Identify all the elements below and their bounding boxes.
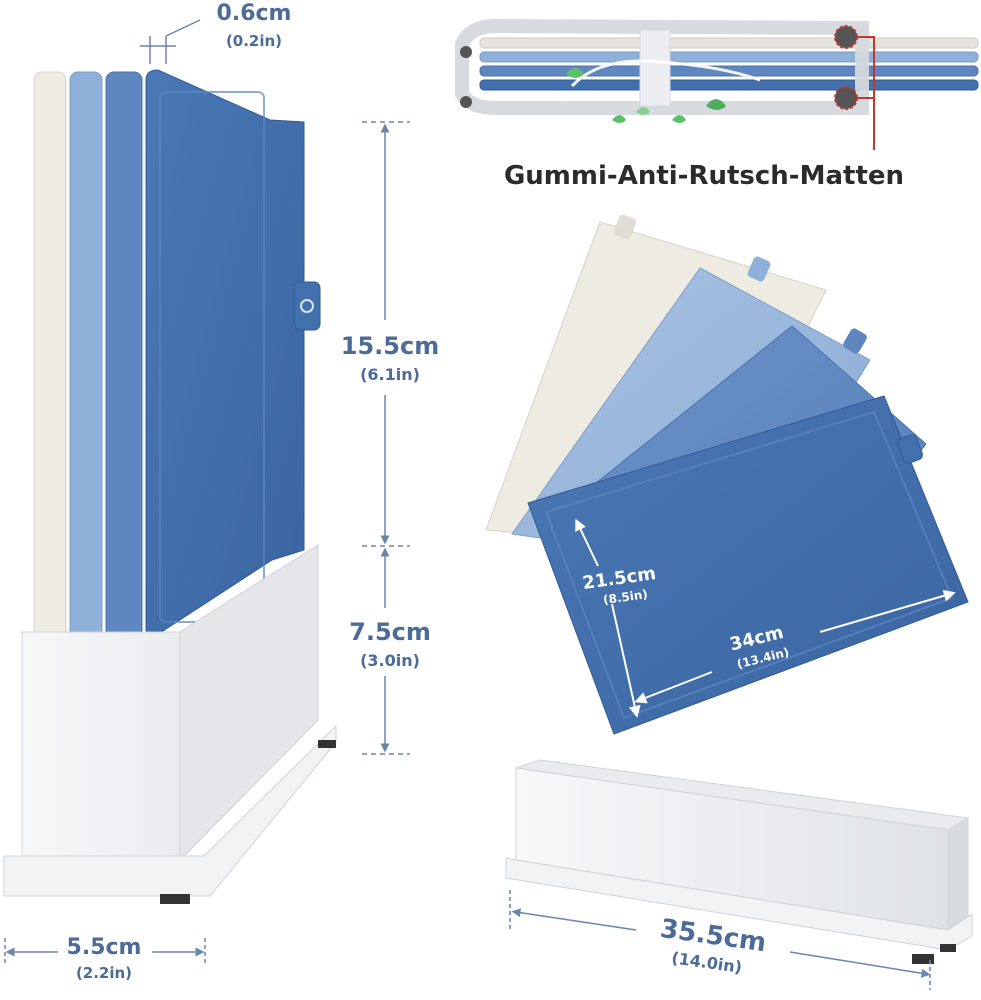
leaf-icon (706, 99, 726, 110)
board-handle-tab (897, 434, 923, 464)
leaf-icon (566, 68, 584, 78)
base-height-dimension: 7.5cm (3.0in) (349, 547, 431, 755)
board-light-blue (69, 71, 103, 643)
empty-holder (505, 759, 973, 964)
rubber-mats-caption: Gummi-Anti-Rutsch-Matten (504, 161, 904, 191)
base-depth-cm-label: 5.5cm (67, 935, 142, 960)
rubber-foot (318, 740, 336, 748)
thickness-cm-label: 0.6cm (217, 1, 292, 26)
board-cream (33, 71, 67, 643)
board-height-dimension: 15.5cm (6.1in) (341, 121, 439, 547)
board-mid-blue (105, 71, 143, 643)
thickness-in-label: (0.2in) (226, 32, 282, 50)
fanned-boards: 21.5cm (8.5in) 34cm (13.4in) (485, 214, 969, 735)
standing-boards-set (33, 69, 321, 643)
leaf-icon (672, 115, 686, 123)
top-view-holder (455, 18, 979, 150)
rubber-mat-dot (460, 46, 472, 58)
hanging-hole-icon (300, 299, 314, 313)
leaf-icon (636, 107, 650, 115)
board-dark-blue-front (145, 69, 305, 643)
rubber-mat-highlight (834, 86, 858, 110)
rubber-foot (160, 894, 190, 904)
base-depth-dimension: 5.5cm (2.2in) (4, 935, 206, 982)
thickness-dimension: 0.6cm (0.2in) (140, 1, 291, 64)
base-height-in-label: (3.0in) (360, 651, 420, 670)
standing-holder (3, 544, 337, 904)
base-height-cm-label: 7.5cm (349, 618, 431, 646)
board-handle-tab (293, 281, 321, 331)
rubber-mat-highlight (834, 25, 858, 49)
rubber-mat-dot (460, 96, 472, 108)
board-height-in-label: (6.1in) (360, 365, 420, 384)
base-depth-in-label: (2.2in) (76, 964, 132, 982)
board-width-in-label: (8.5in) (602, 587, 648, 607)
rubber-foot (940, 944, 956, 952)
leaf-icon (612, 115, 626, 123)
board-height-cm-label: 15.5cm (341, 332, 439, 360)
rubber-foot (912, 954, 934, 964)
airflow-icon (570, 59, 761, 88)
board-dark-blue-front (527, 395, 969, 735)
